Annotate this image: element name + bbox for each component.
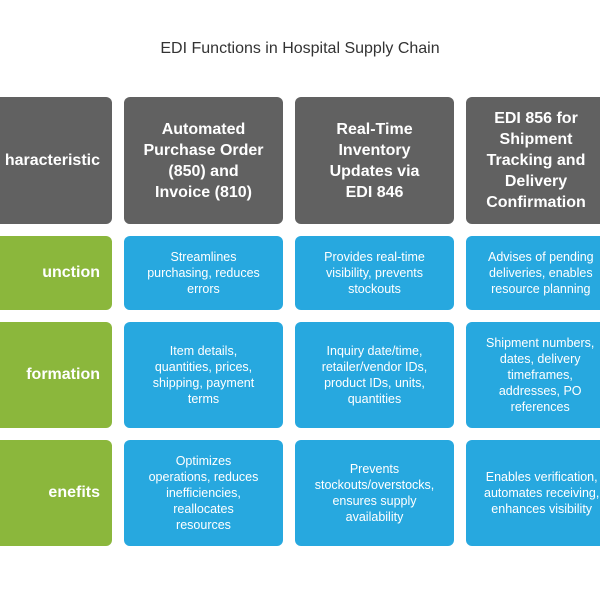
row-label-function: unction bbox=[0, 236, 112, 310]
cell-function-inventory: Provides real-time visibility, prevents … bbox=[295, 236, 454, 310]
cell-function-shipment-text: Advises of pending deliveries, enables r… bbox=[488, 250, 594, 296]
row-label-benefits-text: enefits bbox=[48, 484, 100, 501]
cell-benefits-shipment-text: Enables verification, automates receivin… bbox=[484, 470, 600, 516]
cell-information-shipment: Shipment numbers, dates, delivery timefr… bbox=[466, 322, 600, 428]
header-shipment-tracking: EDI 856 for Shipment Tracking and Delive… bbox=[466, 97, 600, 224]
header-characteristic-label: haracteristic bbox=[4, 152, 100, 169]
row-label-information: formation bbox=[0, 322, 112, 428]
row-label-benefits: enefits bbox=[0, 440, 112, 546]
cell-benefits-shipment: Enables verification, automates receivin… bbox=[466, 440, 600, 546]
cell-information-purchase-order-text: Item details, quantities, prices, shippi… bbox=[152, 344, 255, 406]
cell-information-inventory: Inquiry date/time, retailer/vendor IDs, … bbox=[295, 322, 454, 428]
cell-function-purchase-order: Streamlines purchasing, reduces errors bbox=[124, 236, 283, 310]
cell-information-purchase-order: Item details, quantities, prices, shippi… bbox=[124, 322, 283, 428]
diagram-title: EDI Functions in Hospital Supply Chain bbox=[160, 40, 440, 57]
header-purchase-order-label: Automated Purchase Order (850) and Invoi… bbox=[143, 120, 264, 201]
header-inventory-updates-label: Real-Time Inventory Updates via EDI 846 bbox=[329, 120, 420, 201]
header-inventory-updates: Real-Time Inventory Updates via EDI 846 bbox=[295, 97, 454, 224]
header-characteristic: haracteristic bbox=[0, 97, 112, 224]
header-purchase-order: Automated Purchase Order (850) and Invoi… bbox=[124, 97, 283, 224]
cell-function-shipment: Advises of pending deliveries, enables r… bbox=[466, 236, 600, 310]
cell-function-inventory-text: Provides real-time visibility, prevents … bbox=[324, 250, 425, 296]
cell-information-shipment-text: Shipment numbers, dates, delivery timefr… bbox=[486, 336, 595, 414]
cell-benefits-purchase-order: Optimizes operations, reduces inefficien… bbox=[124, 440, 283, 546]
cell-benefits-inventory-text: Prevents stockouts/overstocks, ensures s… bbox=[314, 462, 435, 524]
cell-benefits-purchase-order-text: Optimizes operations, reduces inefficien… bbox=[148, 454, 259, 532]
row-label-function-text: unction bbox=[42, 264, 100, 281]
header-shipment-tracking-label: EDI 856 for Shipment Tracking and Delive… bbox=[486, 110, 586, 211]
cell-information-inventory-text: Inquiry date/time, retailer/vendor IDs, … bbox=[321, 344, 428, 406]
row-label-information-text: formation bbox=[26, 366, 100, 383]
cell-benefits-inventory: Prevents stockouts/overstocks, ensures s… bbox=[295, 440, 454, 546]
cell-function-purchase-order-text: Streamlines purchasing, reduces errors bbox=[147, 250, 260, 296]
